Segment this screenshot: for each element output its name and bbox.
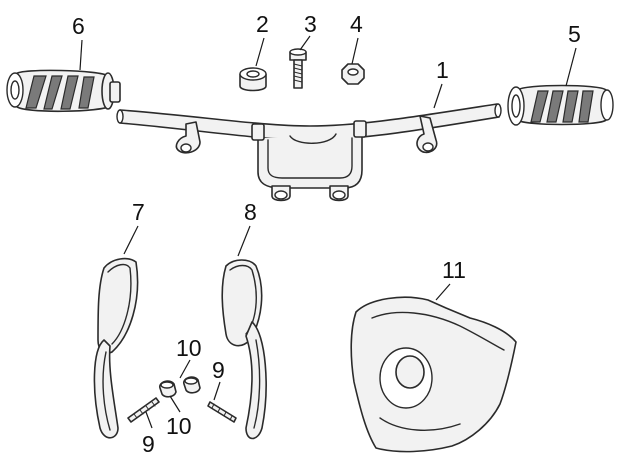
mirror-stem-left bbox=[127, 397, 160, 423]
callout-10-top: 10 bbox=[176, 335, 202, 361]
callout-10-bottom: 10 bbox=[166, 413, 192, 439]
callout-9-left: 9 bbox=[142, 431, 155, 457]
mirror-adapter-right bbox=[183, 376, 201, 394]
handlebar bbox=[116, 103, 502, 202]
leader-lines bbox=[79, 35, 577, 429]
nut bbox=[341, 63, 365, 85]
right-mirror bbox=[221, 259, 267, 440]
callout-labels: 6 2 3 4 5 1 7 8 11 10 9 9 10 bbox=[72, 11, 581, 457]
spacer-bushing bbox=[239, 67, 267, 92]
left-mirror bbox=[93, 257, 139, 439]
callout-2: 2 bbox=[256, 11, 269, 37]
callout-1: 1 bbox=[436, 57, 449, 83]
right-grip bbox=[507, 84, 614, 126]
callout-3: 3 bbox=[304, 11, 317, 37]
mirror-stem-right bbox=[207, 401, 237, 423]
left-grip bbox=[6, 69, 121, 113]
callout-6: 6 bbox=[72, 13, 85, 39]
headlight-cover bbox=[350, 296, 517, 453]
callout-11: 11 bbox=[442, 257, 466, 283]
callout-5: 5 bbox=[568, 21, 581, 47]
mirror-adapter-left bbox=[159, 380, 177, 398]
callout-9-right: 9 bbox=[212, 357, 225, 383]
callout-8: 8 bbox=[244, 199, 257, 225]
callout-7: 7 bbox=[132, 199, 145, 225]
callout-4: 4 bbox=[350, 11, 363, 37]
bolt bbox=[289, 48, 307, 89]
